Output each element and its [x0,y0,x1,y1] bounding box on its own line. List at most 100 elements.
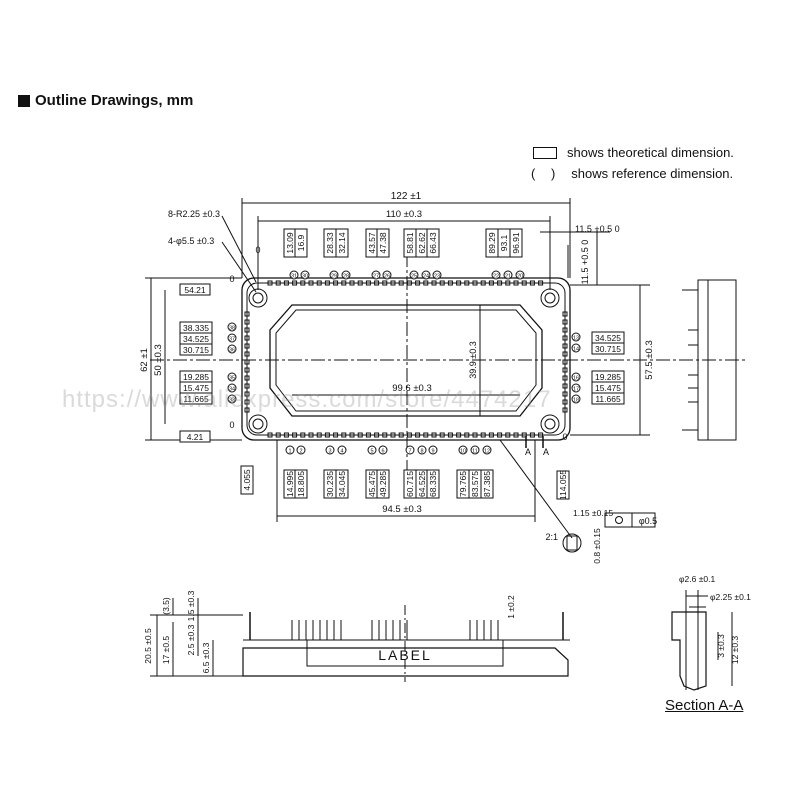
pin-number: 30 [302,274,308,280]
terminal [456,432,462,438]
terminal [538,280,544,286]
pin-number: 14 [573,347,579,353]
terminal [521,280,527,286]
terminal [447,280,453,286]
edge-dim-box [556,470,570,500]
dimension-label: 110 ±0.3 [386,209,422,220]
right-pin-dim: 11.665 [595,394,621,404]
terminal [244,383,250,389]
top-pin-dim-box [335,228,349,258]
terminal [244,319,250,325]
edge-dim: 114.055 [558,470,568,500]
pin-number: 3 [328,449,331,455]
terminal [300,432,306,438]
label-text: LABEL [378,647,432,663]
section-body [671,611,707,691]
terminal [406,280,412,286]
terminal [316,280,322,286]
terminal [292,280,298,286]
top-pin-dim: 93.1 [499,234,509,251]
top-pin-dim-box [509,228,523,258]
mount-hole-br [540,414,560,434]
terminal [390,432,396,438]
top-pin-dim: 32.14 [337,232,347,254]
terminal [562,343,568,349]
left-pin-dim-box [179,343,213,356]
pin-number: 1 [288,449,291,455]
terminal [562,351,568,357]
top-pin-dim: 13.09 [285,232,295,254]
pin-number: 4 [340,449,343,455]
terminal [562,407,568,413]
pin-number-marker [341,270,351,280]
case-window-inner [275,309,537,412]
terminal [349,432,355,438]
terminal [562,367,568,373]
terminal [382,432,388,438]
pin-number-marker [503,270,513,280]
dimension-label: φ2.25 ±0.1 [710,592,751,602]
watermark: https://www.aliexpress.com/store/4474217 [62,386,552,413]
pin-number: 18 [573,398,579,404]
top-view [145,198,745,553]
bottom-pin-dim: 68.335 [428,471,438,497]
terminal [308,280,314,286]
pin-number-marker [515,270,525,280]
pin-number: 25 [411,274,417,280]
terminal [431,432,437,438]
pin-number-marker [491,270,501,280]
terminal [513,432,519,438]
front-pin-row [249,612,564,640]
pin-number-marker [571,383,581,393]
right-pin-dim-box [591,392,625,405]
front-side-view: LABEL [150,598,570,682]
terminal [505,280,511,286]
terminal [365,432,371,438]
edge-dim-box [179,430,211,443]
pin-number: 27 [373,274,379,280]
module-inner-outline [246,282,566,436]
terminal [244,399,250,405]
left-pin-dim: 34.525 [183,334,209,344]
terminal [562,383,568,389]
pin-number: 20 [517,274,523,280]
dimension-label: (3.5) [161,597,171,615]
terminal [341,280,347,286]
module-outline [241,277,571,441]
pin-number-marker [432,270,442,280]
terminal [324,280,330,286]
dimension-label: 1 ±0.2 [506,595,516,619]
pin-number: 38 [229,326,235,332]
pin-number: 22 [493,274,499,280]
case-window [269,304,543,417]
terminal [390,280,396,286]
pin-number: 12 [484,449,490,455]
top-pin-dim: 47.38 [378,232,388,254]
bottom-pin-dim: 83.575 [470,471,480,497]
terminal [562,359,568,365]
terminal [562,391,568,397]
terminal [374,280,380,286]
terminal-row-top [267,280,544,286]
top-pin-dim: 66.43 [428,232,438,254]
edge-dim: 4.21 [187,432,204,442]
dimension-label: 122 ±1 [391,191,422,202]
pin-number: 28 [343,274,349,280]
dimension-label: 2.5 ±0.3 [186,624,196,655]
right-pin-dim-box [591,342,625,355]
pin-number: 16 [573,376,579,382]
dimension-label: 6.5 ±0.3 [201,642,211,673]
dimension-label: 2:1 [545,532,558,542]
terminal [244,375,250,381]
edge-dim-box [240,465,254,495]
dimension-label: 0 [229,274,234,284]
leader-hole [221,241,257,293]
terminal [497,280,503,286]
bottom-pin-dim: 64.525 [417,471,427,497]
top-pin-dim: 96.91 [511,232,521,254]
top-pin-dim: 28.33 [325,232,335,254]
pin-number: 29 [331,274,337,280]
dimension-label: A [543,447,549,457]
edge-dim-box [179,283,211,296]
